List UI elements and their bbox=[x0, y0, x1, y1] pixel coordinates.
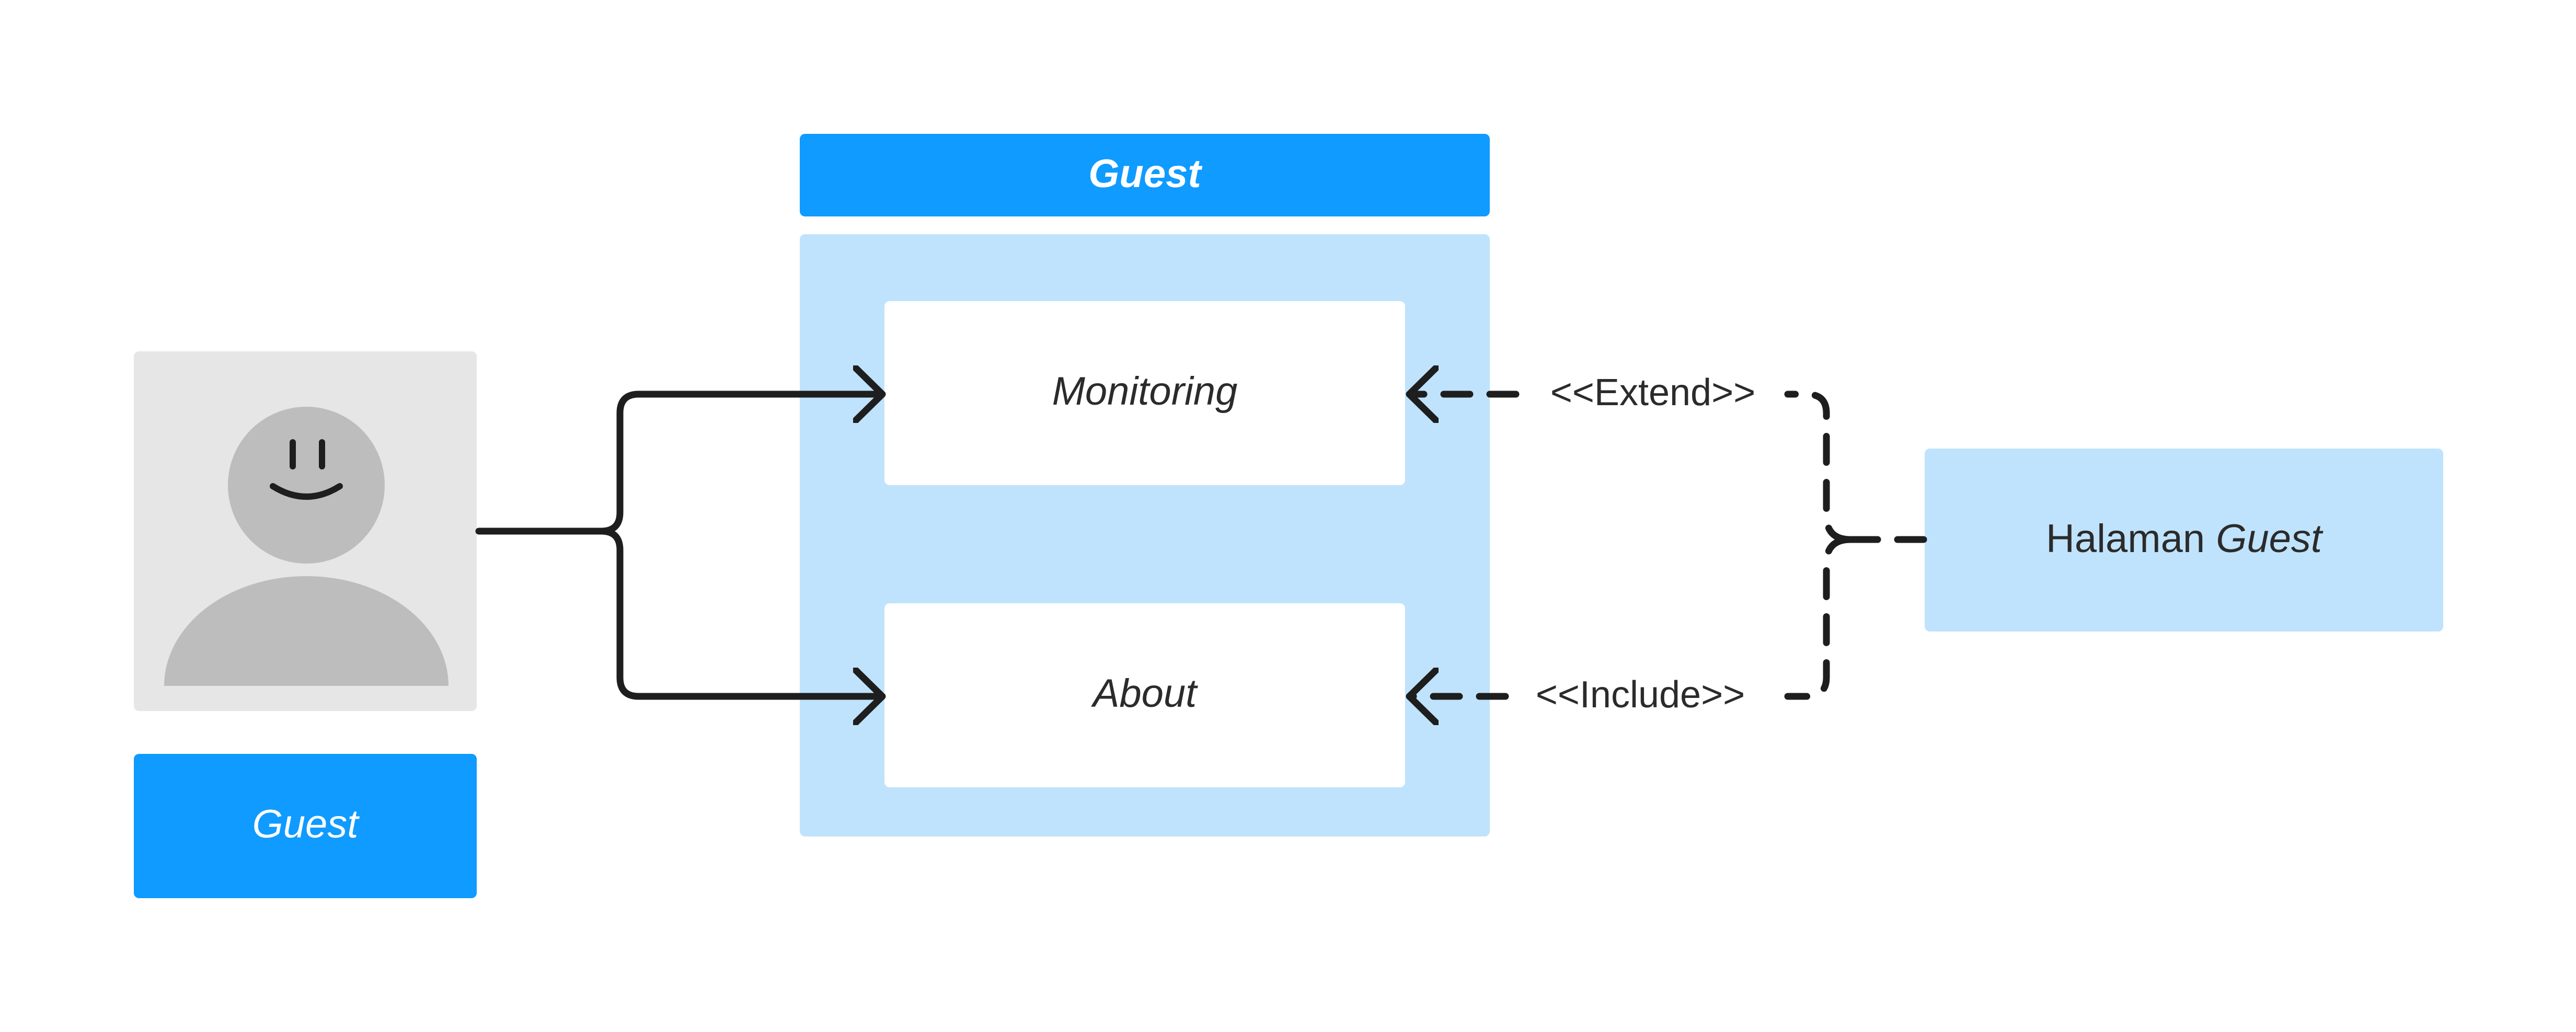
actor-label: Guest bbox=[252, 802, 360, 846]
include-label: <<Include>> bbox=[1536, 674, 1745, 716]
smiley-icon bbox=[228, 407, 385, 564]
actor-label-box: Guest bbox=[134, 754, 477, 898]
actor bbox=[134, 351, 477, 711]
actor-association-connector bbox=[475, 394, 886, 696]
use-case-monitoring-label: Monitoring bbox=[1052, 369, 1238, 414]
system-header: Guest bbox=[800, 134, 1490, 216]
use-case-monitoring[interactable]: Monitoring bbox=[884, 301, 1405, 485]
halaman-guest-label-normal: Halaman bbox=[2046, 517, 2216, 561]
halaman-guest-label: Halaman Guest bbox=[2046, 517, 2324, 561]
dependency-connectors bbox=[1406, 394, 1927, 696]
use-case-about-label: About bbox=[1091, 671, 1198, 716]
halaman-guest-label-italic: Guest bbox=[2216, 517, 2324, 561]
actor-body-icon bbox=[164, 576, 448, 686]
halaman-guest-box: Halaman Guest bbox=[1925, 449, 2443, 632]
extend-label: <<Extend>> bbox=[1550, 372, 1755, 414]
system-title: Guest bbox=[1088, 152, 1202, 196]
use-case-about[interactable]: About bbox=[884, 603, 1405, 787]
